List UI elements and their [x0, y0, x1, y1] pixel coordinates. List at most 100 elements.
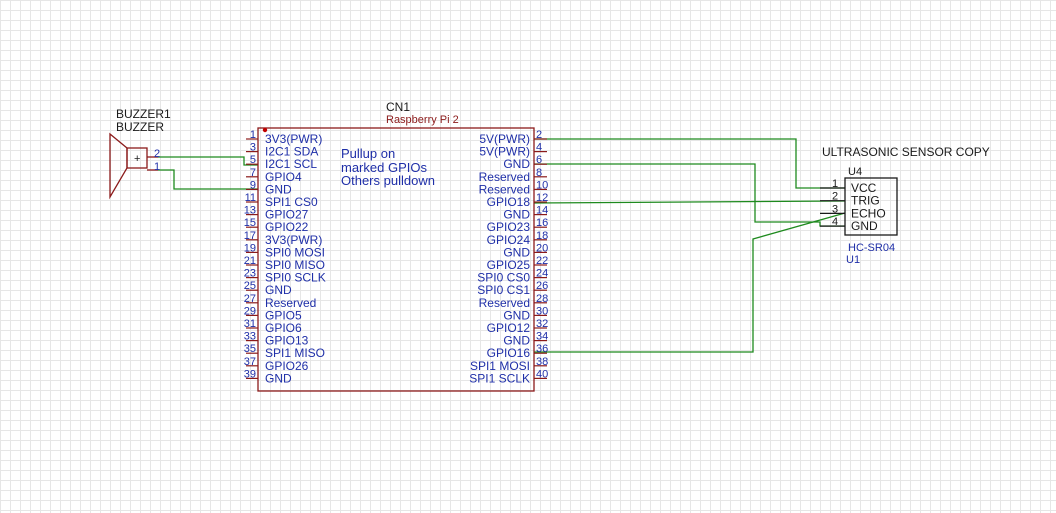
- rpi-pin-label: 3V3(PWR): [265, 132, 322, 146]
- rpi-pin-number: 1: [250, 129, 256, 141]
- rpi-pin-label: I2C1 SDA: [265, 145, 318, 159]
- rpi-pin-label: GND: [503, 334, 530, 348]
- rpi-pin-number: 19: [244, 242, 256, 254]
- sensor-pin-number: 1: [832, 178, 838, 190]
- rpi-pin-number: 30: [536, 305, 548, 317]
- buzzer-pin-2-number: 2: [154, 148, 160, 160]
- rpi-pin-number: 29: [244, 305, 256, 317]
- rpi-pin-number: 35: [244, 343, 256, 355]
- buzzer-ref: BUZZER1: [116, 107, 171, 121]
- sensor-pin-label: GND: [851, 219, 878, 233]
- rpi-pin-number: 15: [244, 217, 256, 229]
- rpi-pin-number: 3: [250, 142, 256, 154]
- rpi-pin-number: 11: [245, 192, 256, 204]
- sensor-pin-number: 2: [832, 191, 838, 203]
- rpi-pin-label: GND: [503, 157, 530, 171]
- rpi-pin-number: 34: [536, 331, 548, 343]
- rpi-body: [257, 127, 535, 392]
- buzzer-component[interactable]: BUZZER1 BUZZER + 2 1: [109, 107, 171, 200]
- rpi-pin-label: SPI1 MISO: [265, 346, 325, 360]
- rpi-pin-label: GPIO6: [265, 321, 302, 335]
- rpi-pin-number: 5: [250, 154, 256, 166]
- rpi-ref: CN1: [386, 100, 410, 114]
- buzzer-plus-sign: +: [134, 153, 140, 165]
- sensor-title: ULTRASONIC SENSOR COPY: [822, 145, 990, 159]
- rpi-pin-number: 33: [244, 331, 256, 343]
- sensor-alt-ref: U1: [846, 254, 860, 266]
- wire-gpio18-to-trig[interactable]: [533, 200, 846, 204]
- wire-buzzer1-to-gnd[interactable]: [158, 169, 258, 190]
- rpi-pin-label: SPI0 CS1: [477, 283, 530, 297]
- rpi-pin-label: GPIO22: [265, 220, 309, 234]
- buzzer-value: BUZZER: [116, 120, 164, 134]
- rpi-pin-number: 18: [536, 230, 548, 242]
- rpi-pin-number: 24: [536, 268, 548, 280]
- rpi-pin-number: 38: [536, 356, 548, 368]
- rpi-value: Raspberry Pi 2: [386, 114, 459, 126]
- rpi-pin-label: GND: [503, 308, 530, 322]
- buzzer-horn: [109, 132, 128, 200]
- rpi-pin-number: 39: [244, 368, 256, 380]
- rpi-pin-number: 4: [536, 142, 542, 154]
- wire-gpio16-to-echo[interactable]: [534, 212, 846, 353]
- rpi-pin-number: 16: [536, 217, 548, 229]
- rpi-pin-number: 21: [244, 255, 256, 267]
- sensor-pin-label: TRIG: [851, 194, 880, 208]
- rpi-pin-label: SPI0 SCLK: [265, 271, 326, 285]
- rpi-pin-label: GND: [265, 182, 292, 196]
- rpi-pin-label: 5V(PWR): [479, 132, 530, 146]
- rpi-pin-label: GND: [503, 245, 530, 259]
- rpi-pin-label: Reserved: [479, 170, 530, 184]
- rpi-pin-number: 36: [536, 343, 548, 355]
- rpi-pin-number: 22: [536, 255, 548, 267]
- rpi-pin-label: SPI1 CS0: [265, 195, 318, 209]
- rpi-note-line-1: Pullup on: [341, 146, 395, 161]
- rpi-pin-label: SPI0 MOSI: [265, 245, 325, 259]
- rpi-pin-label: Reserved: [479, 296, 530, 310]
- wire-gnd-to-sensor-gnd[interactable]: [534, 163, 845, 227]
- rpi-pin-number: 32: [536, 318, 548, 330]
- rpi-pin-number: 14: [536, 205, 548, 217]
- rpi-pin-label: GPIO18: [487, 195, 531, 209]
- rpi-pin-label: GPIO26: [265, 359, 309, 373]
- rpi-pin-number: 7: [250, 167, 256, 179]
- rpi-pin-label: Reserved: [265, 296, 316, 310]
- rpi-pin-number: 20: [536, 242, 548, 254]
- rpi-pin-label: GPIO23: [487, 220, 531, 234]
- rpi-pin-label: SPI0 MISO: [265, 258, 325, 272]
- rpi-pin-number: 26: [536, 280, 548, 292]
- rpi-pin-number: 23: [244, 268, 256, 280]
- rpi-pin-label: GPIO16: [487, 346, 531, 360]
- rpi-pin-number: 25: [244, 280, 256, 292]
- sensor-pin-number: 3: [832, 203, 838, 215]
- rpi-pin-number: 31: [244, 318, 256, 330]
- raspberry-pi-component[interactable]: CN1 Raspberry Pi 2 Pullup on marked GPIO…: [244, 100, 549, 392]
- rpi-pin-label: GPIO5: [265, 308, 302, 322]
- rpi-pin-number: 2: [536, 129, 542, 141]
- rpi-pin-label: I2C1 SCL: [265, 157, 317, 171]
- rpi-note-line-2: marked GPIOs: [341, 160, 427, 175]
- rpi-pin-label: GPIO27: [265, 208, 309, 222]
- rpi-pin-number: 40: [536, 368, 548, 380]
- rpi-pin-label: Reserved: [479, 182, 530, 196]
- rpi-pin-label: SPI0 CS0: [477, 271, 530, 285]
- rpi-pin-label: GND: [265, 283, 292, 297]
- wire-buzzer2-to-i2c1-scl[interactable]: [158, 156, 258, 166]
- rpi-pin-label: GPIO13: [265, 334, 309, 348]
- rpi-pin-number: 12: [536, 192, 548, 204]
- rpi-pin-label: GPIO24: [487, 233, 531, 247]
- rpi-pin-label: GPIO4: [265, 170, 302, 184]
- rpi-pin-number: 37: [244, 356, 256, 368]
- rpi-pin-number: 10: [536, 179, 548, 191]
- pin1-marker-icon: [262, 127, 268, 133]
- buzzer-pin-1-number: 1: [154, 161, 160, 173]
- sensor-value: HC-SR04: [848, 242, 895, 254]
- rpi-pin-number: 6: [536, 154, 542, 166]
- rpi-pin-number: 9: [250, 179, 256, 191]
- rpi-pin-label: SPI1 MOSI: [470, 359, 530, 373]
- sensor-pin-number: 4: [832, 216, 838, 228]
- sensor-ref: U4: [848, 166, 862, 178]
- rpi-pin-number: 13: [244, 205, 256, 217]
